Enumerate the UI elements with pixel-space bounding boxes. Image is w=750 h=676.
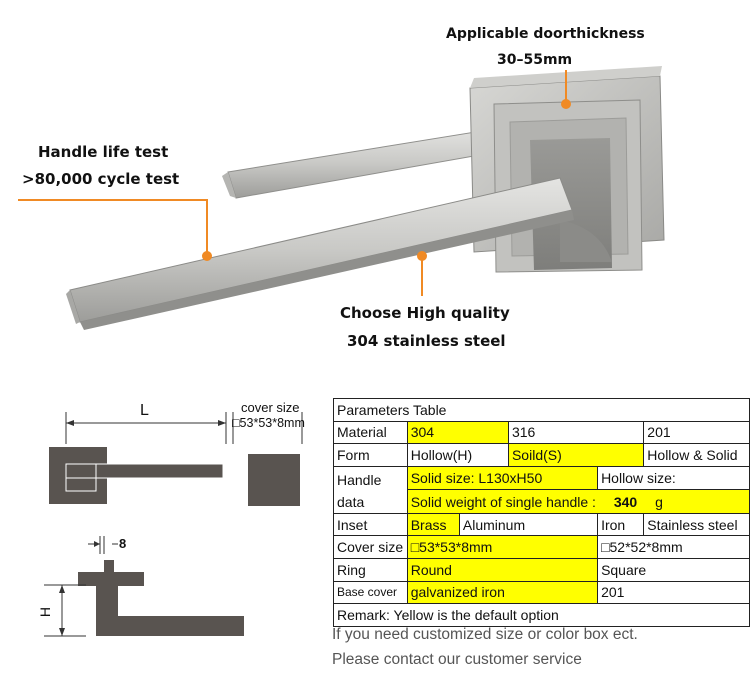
option: 201 <box>597 580 750 605</box>
option-default: Brass <box>406 512 460 537</box>
product-photo: Applicable doorthickness 30–55mm Handle … <box>18 26 665 350</box>
option: Iron <box>597 512 645 537</box>
cover-size-value: □53*53*8mm <box>232 416 305 430</box>
table-title: Parameters Table <box>333 398 750 422</box>
table-row-base-cover: Base cover galvanized iron 201 <box>333 580 750 605</box>
row-label-line2: data <box>337 493 365 510</box>
table-row-inset: Inset Brass Aluminum Iron Stainless stee… <box>333 512 750 537</box>
footer-line-2: Please contact our customer service <box>332 651 582 668</box>
option: □52*52*8mm <box>597 535 750 559</box>
option: 201 <box>643 420 750 445</box>
row-label: Base cover <box>333 580 408 605</box>
row-label-line1: Handle <box>337 471 382 488</box>
table-row-weight: Solid weight of single handle : 340 g <box>334 489 750 514</box>
option-default: Round <box>406 557 599 582</box>
option: Aluminum <box>458 512 599 537</box>
table-row-ring: Ring Round Square <box>333 557 750 582</box>
table-row-material: Material 304 316 201 <box>333 420 750 445</box>
table-row-cover-size: Cover size □53*53*8mm □52*52*8mm <box>333 535 750 559</box>
option: 316 <box>507 420 645 445</box>
weight-label: Solid weight of single handle : <box>410 493 596 510</box>
length-label: L <box>140 402 149 419</box>
solid-size: Solid size: L130xH50 <box>406 465 599 491</box>
option: Hollow & Solid <box>643 443 750 467</box>
material-value: 304 stainless steel <box>347 332 506 350</box>
table-row-remark: Remark: Yellow is the default option <box>333 603 750 627</box>
door-thickness-value: 30–55mm <box>497 52 573 68</box>
row-label: Cover size <box>333 535 408 559</box>
option: Hollow(H) <box>406 443 509 467</box>
row-label: Handle data <box>333 465 408 514</box>
weight-value: 340 <box>613 493 638 510</box>
row-label: Form <box>333 443 408 467</box>
thickness-label: 8 <box>119 536 127 551</box>
cover-size-title: cover size <box>241 400 300 415</box>
door-handle-image <box>18 66 665 330</box>
technical-drawing: L cover size □53*53*8mm 8 H <box>0 392 335 672</box>
solid-weight: Solid weight of single handle : 340 g <box>406 489 750 514</box>
footer-line-1: If you need customized size or color box… <box>332 626 638 643</box>
option: Square <box>597 557 750 582</box>
remark: Remark: Yellow is the default option <box>333 603 750 627</box>
option: Stainless steel <box>643 512 750 537</box>
row-label: Inset <box>333 512 408 537</box>
row-label: Material <box>333 420 408 445</box>
option-default: □53*53*8mm <box>406 535 599 559</box>
table-title-row: Parameters Table <box>333 398 750 422</box>
table-row-handle-data: Handle data Solid size: L130xH50 Hollow … <box>333 465 750 514</box>
row-label: Ring <box>333 557 408 582</box>
life-test-value: >80,000 cycle test <box>22 170 180 188</box>
dimension-drawing <box>44 412 303 637</box>
height-label: H <box>37 606 54 618</box>
option-default: Soild(S) <box>507 443 645 467</box>
option-default: galvanized iron <box>406 580 599 605</box>
life-test-title: Handle life test <box>38 143 169 161</box>
table-row-form: Form Hollow(H) Soild(S) Hollow & Solid <box>333 443 750 467</box>
weight-unit: g <box>655 493 663 510</box>
option-default: 304 <box>406 420 509 445</box>
hollow-size: Hollow size: <box>597 465 750 491</box>
parameters-table: Parameters Table Material 304 316 201 Fo… <box>333 398 750 627</box>
material-title: Choose High quality <box>340 304 510 322</box>
door-thickness-title: Applicable doorthickness <box>446 26 645 42</box>
